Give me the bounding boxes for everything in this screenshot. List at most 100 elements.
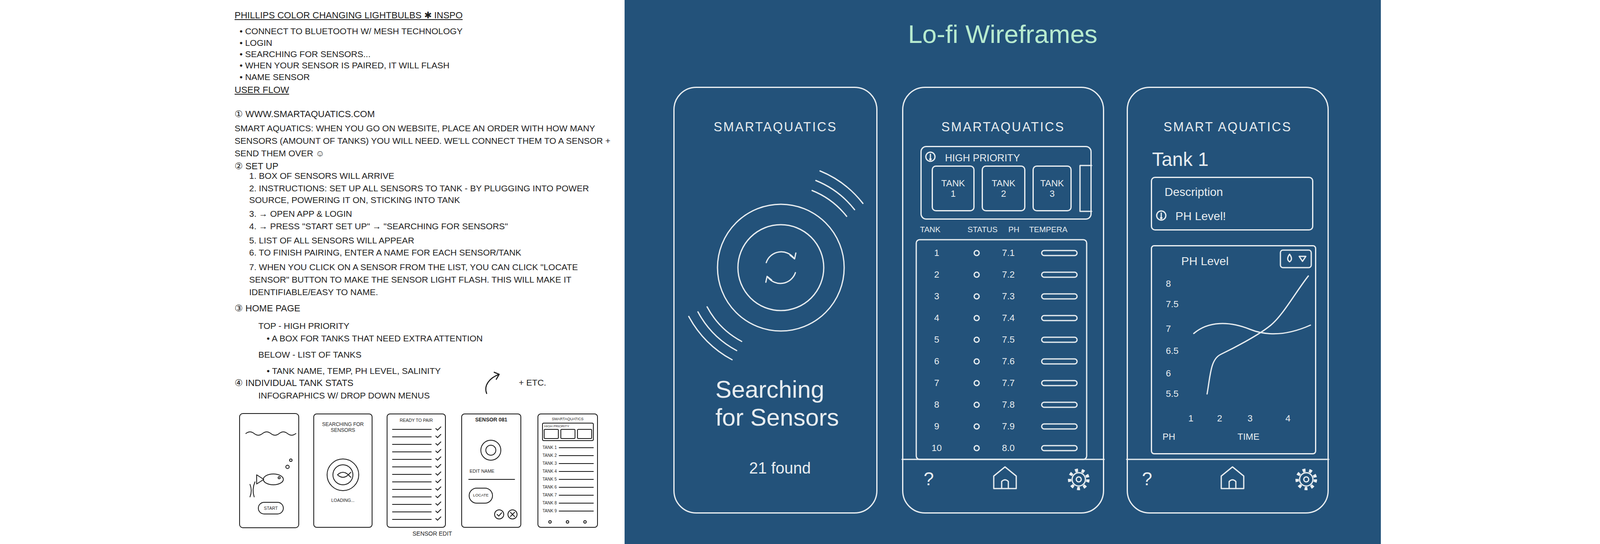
wireframe-drawing <box>790 252 796 259</box>
table-cell: 7 <box>925 377 948 388</box>
wireframe-drawing <box>688 316 733 360</box>
wireframe-drawing <box>820 170 863 204</box>
table-cell: 7.8 <box>997 399 1019 410</box>
wireframe-drawing <box>1041 358 1078 364</box>
page-title: Lo-fi Wireframes <box>624 19 1381 49</box>
wireframe-drawing <box>1280 250 1312 268</box>
handwritten-note: ③ HOME PAGE <box>234 302 301 314</box>
wireframe-drawing <box>974 337 980 343</box>
wireframe-drawing <box>1069 470 1088 489</box>
table-cell: 2 <box>925 269 948 280</box>
wireframe-drawing <box>765 276 772 283</box>
table-cell: 9 <box>925 420 948 432</box>
node-text: READY TO PAIR <box>387 417 445 423</box>
sketch-drawing <box>583 520 587 523</box>
sketch-drawing <box>566 520 569 523</box>
wireframe-drawing <box>974 402 980 408</box>
description-box: Description PH Level! <box>1150 176 1314 231</box>
wireframe-drawing <box>1072 472 1086 486</box>
wireframe-drawing <box>688 152 1329 489</box>
wireframe-drawing <box>974 250 980 256</box>
sketch-drawing <box>468 478 515 480</box>
sketch-drawing <box>507 509 518 519</box>
table-cell: 5 <box>925 334 948 345</box>
sketch-drawing <box>263 473 284 485</box>
tank-card: TANK 3 <box>1032 165 1072 212</box>
handwritten-arrow <box>494 372 500 380</box>
handwritten-note: INFOGRAPHICS W/ DROP DOWN MENUS <box>258 390 430 401</box>
handwritten-note: + ETC. <box>518 377 547 388</box>
node-text: TANK 2 <box>989 177 1019 200</box>
sketch-drawing <box>435 426 441 520</box>
table-cell: 7.1 <box>997 247 1019 258</box>
table-header: TEMPERA <box>1029 225 1068 235</box>
handwritten-note: 3. → OPEN APP & LOGIN <box>249 208 353 219</box>
node-text: LOADING... <box>314 497 372 503</box>
sketch-drawing <box>480 440 501 460</box>
sketch-drawing <box>239 413 299 528</box>
wireframe-drawing <box>925 152 935 162</box>
wireframe-drawing <box>767 272 796 284</box>
handwritten-note: • TANK NAME, TEMP, PH LEVEL, SALINITY <box>266 365 441 376</box>
sketch-drawing <box>327 458 359 491</box>
sketch-caption: SENSOR EDIT <box>412 530 453 537</box>
table-cell: 7.3 <box>997 290 1019 302</box>
handwritten-note: 1. BOX OF SENSORS WILL ARRIVE <box>249 170 395 181</box>
axis-label: 1 <box>1184 412 1198 424</box>
wireframe-drawing <box>1041 272 1078 278</box>
handwritten-note: SMART AQUATICS: WHEN YOU GO ON WEBSITE, … <box>234 122 618 160</box>
wireframe-drawing <box>974 293 980 299</box>
button-sketch: LOCATE <box>468 487 493 504</box>
phone-sketch: READY TO PAIR <box>386 413 446 528</box>
sketch-drawing <box>392 429 432 520</box>
wireframe-drawing <box>1041 402 1078 408</box>
node-text: Description <box>1164 185 1223 199</box>
axis-label: 7.5 <box>1165 298 1179 310</box>
sketch-drawing <box>337 472 351 478</box>
wireframe-drawing <box>815 180 855 210</box>
node-text: SENSOR 081 <box>462 416 521 423</box>
sketch-drawing <box>285 465 290 469</box>
table-cell: 4 <box>925 312 948 323</box>
wireframe-drawing <box>707 306 742 342</box>
priority-box: HIGH PRIORITY TANK 1 TANK 2 TANK 3 <box>920 145 1092 220</box>
table-cell: 8.0 <box>997 442 1019 453</box>
wireframe-drawing <box>974 445 980 451</box>
node-text: PH Level! <box>1175 209 1226 223</box>
handwritten-note: 7. WHEN YOU CLICK ON A SENSOR FROM THE L… <box>249 260 616 299</box>
wireframe-drawing <box>1193 323 1311 334</box>
sketch-row-text: TANK 9 <box>542 508 557 514</box>
table-cell: 6 <box>925 355 948 367</box>
node-text: HIGH PRIORITY <box>945 152 1020 164</box>
handwritten-note: TOP - HIGH PRIORITY <box>258 320 350 331</box>
phone-frame: SMART AQUATICSTank 1DescriptionPH Level!… <box>1126 86 1329 514</box>
handwritten-note: 6. TO FINISH PAIRING, ENTER A NAME FOR E… <box>249 247 522 258</box>
node-text: TANK 1 <box>938 177 968 200</box>
wireframe-drawing <box>1303 476 1309 482</box>
wireframe-drawing <box>766 251 795 263</box>
wireframe-drawing <box>1041 315 1078 321</box>
sketch-row-text: TANK 4 <box>542 468 557 474</box>
axis-label: 3 <box>1243 412 1257 424</box>
wireframe-drawing <box>993 466 1017 489</box>
wireframe-drawing <box>974 423 980 429</box>
sketch-drawing <box>332 464 353 485</box>
node-text: Tank 1 <box>1152 148 1209 171</box>
wireframe-drawing <box>1299 256 1306 262</box>
sketch-drawing <box>256 474 264 484</box>
sketch-row-text: TANK 8 <box>542 500 557 506</box>
handwritten-note: ② SET UP <box>234 160 279 172</box>
node-text: START <box>258 505 283 511</box>
handwritten-note: 2. INSTRUCTIONS: SET UP ALL SENSORS TO T… <box>249 182 608 206</box>
node-text: PH Level <box>1181 254 1229 268</box>
handwritten-note: • NAME SENSOR <box>239 72 310 83</box>
sketch-drawing <box>245 431 296 435</box>
help-icon: ? <box>1138 468 1156 490</box>
table-cell: 7.7 <box>997 377 1019 388</box>
wireframe-drawing <box>1160 212 1163 217</box>
sketch-row-text: HIGH PRIORITY <box>544 424 570 428</box>
wireframe-drawing <box>930 154 932 158</box>
wireframe-drawing <box>1041 380 1078 386</box>
handwritten-note: 4. → PRESS "START SET UP" → "SEARCHING F… <box>249 221 508 232</box>
wireframe-drawing <box>812 190 847 217</box>
